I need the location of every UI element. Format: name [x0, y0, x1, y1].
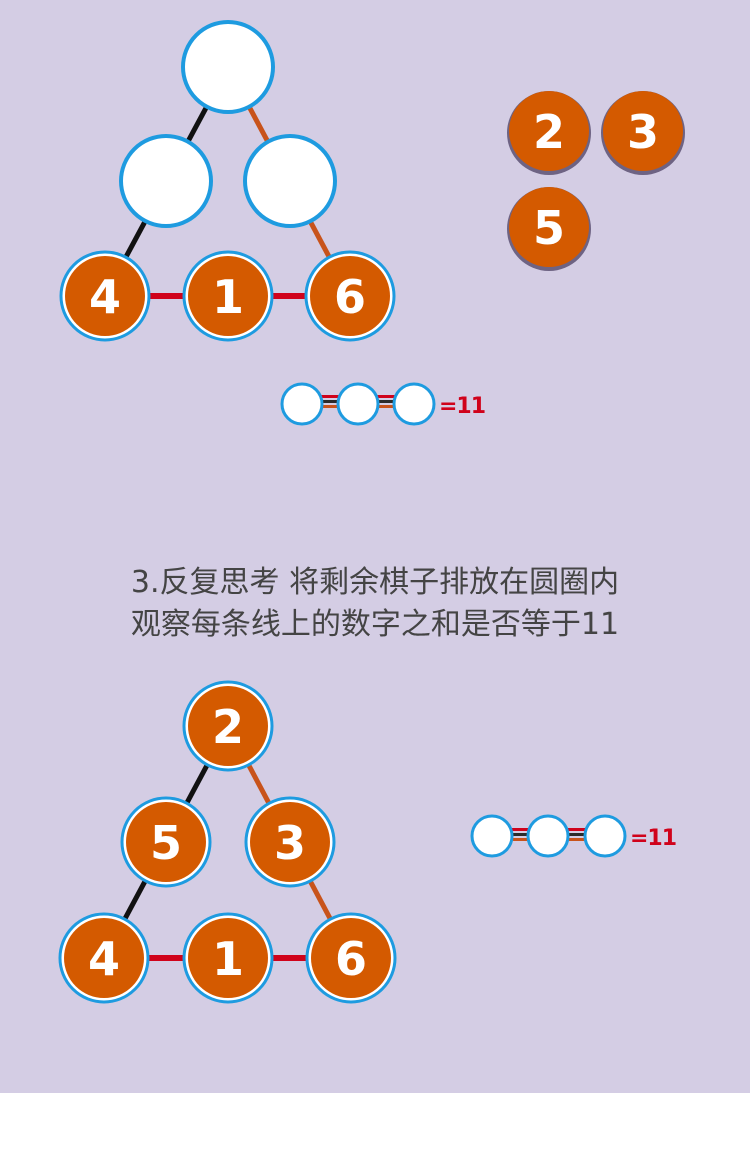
spare-piece[interactable]: 3 — [601, 91, 685, 175]
equation-slot[interactable] — [336, 382, 380, 426]
spare-piece-label: 5 — [533, 201, 565, 255]
equation-slot[interactable] — [583, 814, 627, 858]
bottom-piece-apex[interactable]: 2 — [182, 680, 274, 772]
top-piece-label: 1 — [212, 270, 244, 324]
top-piece-label: 4 — [89, 270, 121, 324]
bottom-piece-bottom-left[interactable]: 4 — [58, 912, 150, 1004]
instruction-line-1: 3.反复思考 将剩余棋子排放在圆圈内 — [130, 565, 620, 600]
spare-pieces: 2 3 5 — [507, 91, 685, 271]
spare-piece-label: 2 — [533, 105, 565, 159]
top-piece-label: 6 — [334, 270, 366, 324]
spare-piece[interactable]: 5 — [507, 187, 591, 271]
bottom-piece-label: 3 — [274, 816, 306, 870]
bottom-piece-middle-right[interactable]: 3 — [244, 796, 336, 888]
bottom-piece-label: 4 — [88, 932, 120, 986]
top-empty-slot-middle-right[interactable] — [243, 134, 337, 228]
equation-slot[interactable] — [280, 382, 324, 426]
bottom-piece-label: 1 — [212, 932, 244, 986]
spare-piece[interactable]: 2 — [507, 91, 591, 175]
bottom-equation-result: =11 — [630, 826, 676, 851]
bottom-piece-middle-left[interactable]: 5 — [120, 796, 212, 888]
top-equation: =11 — [280, 382, 486, 426]
top-empty-slot-middle-left[interactable] — [119, 134, 213, 228]
top-equation-result: =11 — [439, 394, 485, 419]
equation-slot[interactable] — [526, 814, 570, 858]
bottom-piece-bottom-middle[interactable]: 1 — [182, 912, 274, 1004]
top-empty-slot-apex[interactable] — [181, 20, 275, 114]
equation-slot[interactable] — [392, 382, 436, 426]
bottom-triangle: 2 5 3 4 1 — [58, 680, 397, 1004]
top-piece-bottom-middle[interactable]: 1 — [182, 250, 274, 342]
bottom-piece-label: 2 — [212, 700, 244, 754]
top-piece-bottom-right[interactable]: 6 — [304, 250, 396, 342]
top-triangle: 4 1 6 — [59, 20, 396, 342]
bottom-equation: =11 — [470, 814, 677, 858]
instruction-line-2: 观察每条线上的数字之和是否等于11 — [130, 607, 620, 642]
bottom-piece-bottom-right[interactable]: 6 — [305, 912, 397, 1004]
bottom-piece-label: 5 — [150, 816, 182, 870]
equation-slot[interactable] — [470, 814, 514, 858]
top-piece-bottom-left[interactable]: 4 — [59, 250, 151, 342]
bottom-piece-label: 6 — [335, 932, 367, 986]
puzzle-diagram: 4 1 6 2 3 — [58, 20, 685, 1004]
puzzle-canvas: 4 1 6 2 3 — [0, 0, 750, 1093]
spare-piece-label: 3 — [627, 105, 659, 159]
instruction-text: 3.反复思考 将剩余棋子排放在圆圈内 观察每条线上的数字之和是否等于11 — [0, 562, 750, 646]
